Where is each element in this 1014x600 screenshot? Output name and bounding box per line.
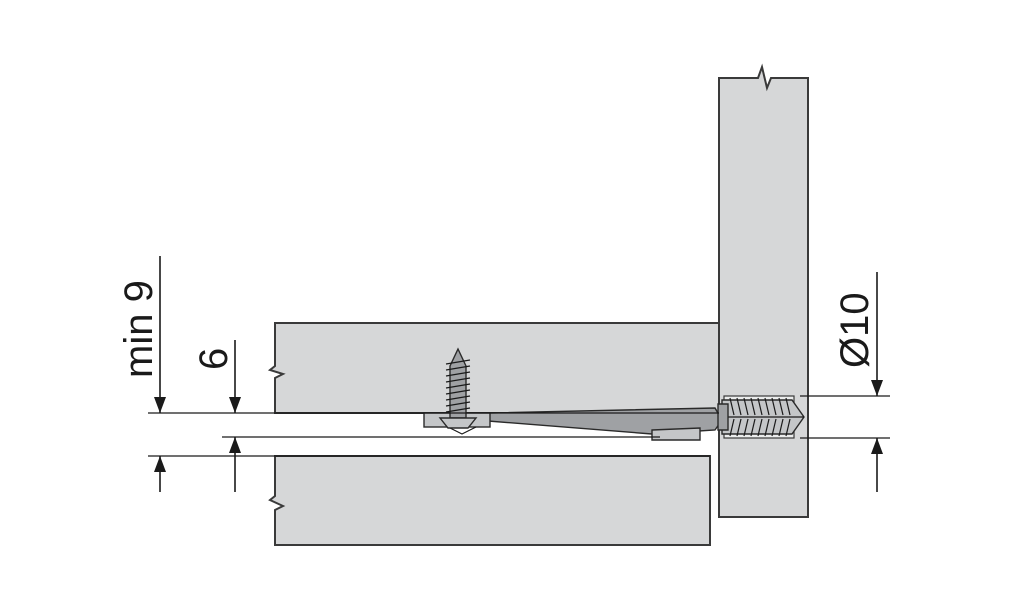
dowel-thread	[785, 418, 791, 437]
dowel-thread	[771, 418, 777, 437]
dowel-thread	[743, 397, 749, 416]
screw-thread	[445, 395, 471, 401]
screw-thread	[445, 377, 471, 383]
extension-lines	[148, 395, 890, 457]
dowel-screw	[721, 397, 805, 437]
dowel-thread	[729, 397, 735, 416]
dowel-thread	[771, 397, 777, 416]
dimension-dowel-diameter: Ø10	[833, 272, 883, 492]
dowel-thread	[764, 418, 770, 437]
side-panel	[718, 63, 809, 518]
screw-thread	[445, 401, 471, 407]
dimension-min-gap: min 9	[117, 256, 166, 492]
dowel-thread	[757, 397, 763, 416]
min-gap-label: min 9	[117, 280, 161, 378]
screw-thread	[445, 407, 471, 413]
screw-thread	[445, 359, 471, 365]
dowel-thread	[778, 418, 784, 437]
dowel-thread	[736, 397, 742, 416]
plate-offset-label: 6	[192, 348, 236, 370]
wood-screw	[438, 347, 478, 429]
dowel-thread	[757, 418, 763, 437]
dowel-thread	[750, 418, 756, 437]
dowel-thread	[764, 397, 770, 416]
upper-board	[267, 322, 720, 414]
screw-thread	[445, 389, 471, 395]
dowel-diameter-label: Ø10	[833, 292, 877, 368]
dowel-thread	[778, 397, 784, 416]
dowel-thread	[743, 418, 749, 437]
hinge-arm	[429, 403, 729, 441]
lower-board	[268, 455, 711, 546]
dowel-thread	[736, 418, 742, 437]
screw-thread	[445, 365, 471, 371]
dimension-plate-offset: 6	[192, 340, 241, 492]
screw-thread	[445, 371, 471, 377]
dowel-thread	[785, 397, 791, 416]
screw-thread	[445, 383, 471, 389]
dowel-thread	[729, 418, 735, 437]
dowel-thread	[750, 397, 756, 416]
